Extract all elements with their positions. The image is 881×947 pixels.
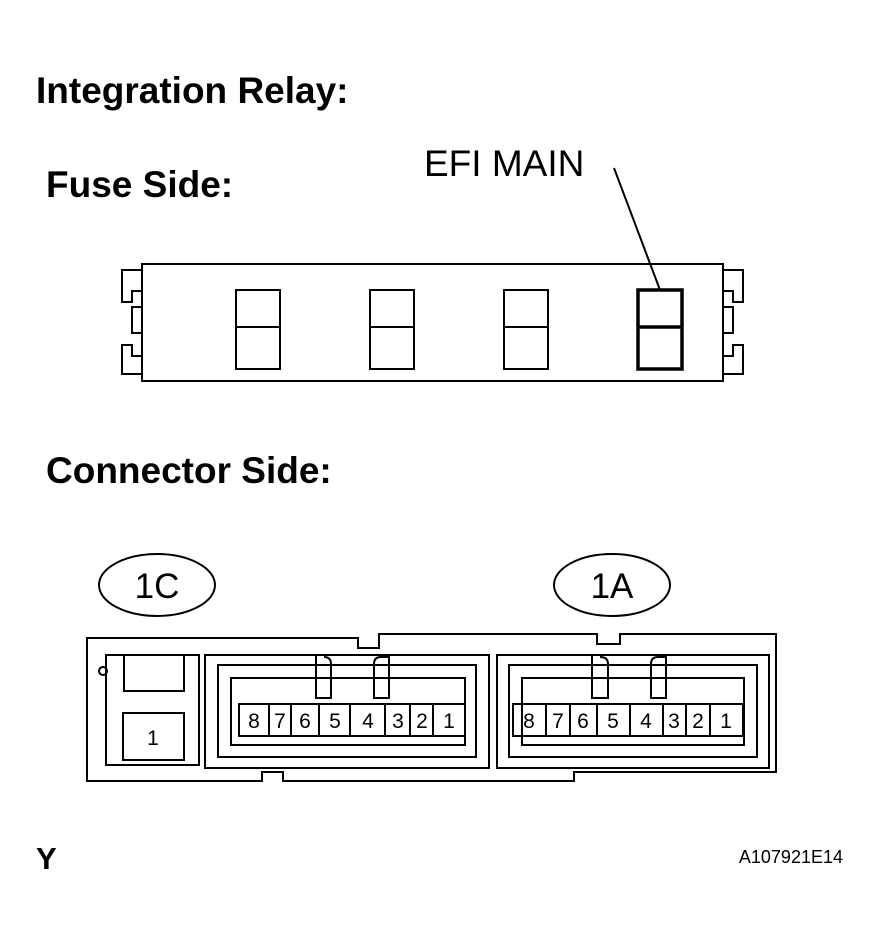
connector-1a-pin-label: 8 xyxy=(523,710,535,733)
connector-1c-pin-box xyxy=(122,712,185,761)
left-connector-pin-label: 6 xyxy=(299,710,311,733)
connector-1a-outer xyxy=(496,654,770,769)
connector-1a-key-2 xyxy=(650,656,667,699)
connector-1a-pin-label: 4 xyxy=(640,710,652,733)
left-connector-outer xyxy=(204,654,490,769)
diagram-title: Integration Relay: xyxy=(36,70,349,111)
efi-main-leader-line xyxy=(613,167,661,291)
connector-1a-label: 1A xyxy=(591,567,634,606)
fuse-side-heading: Fuse Side: xyxy=(46,164,234,205)
connector-1a-pin-label: 7 xyxy=(552,710,564,733)
fuse-block-left-clip-bottom xyxy=(121,344,142,375)
left-connector-pin-label: 2 xyxy=(416,710,428,733)
connector-1a-label-oval xyxy=(553,553,671,617)
connector-1c-pin-1: 1 xyxy=(147,727,159,750)
left-connector-pin-label: 8 xyxy=(248,710,260,733)
connector-1a-pin-label: 5 xyxy=(607,710,619,733)
left-connector-pin-label: 4 xyxy=(362,710,374,733)
left-connector-inner xyxy=(217,664,477,758)
connector-1c-latch xyxy=(123,654,185,692)
connector-1a-pin-label: 6 xyxy=(577,710,589,733)
fuse-slot-3 xyxy=(503,289,549,370)
left-connector-terminal-area xyxy=(230,677,466,746)
connector-1c-locator-dot xyxy=(98,666,108,676)
left-connector-pin-label: 3 xyxy=(392,710,404,733)
connector-1a-pin-label: 1 xyxy=(720,710,732,733)
connector-side-heading: Connector Side: xyxy=(46,450,332,491)
connector-1a-pin-row xyxy=(512,703,744,737)
connector-1a-pin-label: 3 xyxy=(668,710,680,733)
figure-code: A107921E14 xyxy=(738,847,843,867)
fuse-block-left-clip-middle xyxy=(131,306,142,334)
left-connector-pin-row xyxy=(238,703,466,737)
view-letter: Y xyxy=(36,841,57,876)
left-connector-key-2 xyxy=(373,656,390,699)
efi-main-callout-label: EFI MAIN xyxy=(424,143,585,184)
fuse-block-body xyxy=(141,263,724,382)
fuse-block-right-clip-middle xyxy=(723,306,734,334)
left-connector-pin-label: 7 xyxy=(274,710,286,733)
left-connector-pin-label: 5 xyxy=(329,710,341,733)
left-connector-pin-label: 1 xyxy=(443,710,455,733)
connector-1a-pin-label: 2 xyxy=(692,710,704,733)
fuse-slot-1 xyxy=(235,289,281,370)
connector-1c-label: 1C xyxy=(135,567,180,606)
fuse-block-right-clip-top xyxy=(723,269,744,303)
connector-1a-key-1 xyxy=(591,655,609,699)
fuse-slot-efi-main xyxy=(636,288,684,371)
fuse-slot-2 xyxy=(369,289,415,370)
connector-housing xyxy=(86,633,777,782)
connector-1a-inner xyxy=(508,664,758,758)
fuse-block-left-clip-top xyxy=(121,269,142,303)
connector-1c-label-oval xyxy=(98,553,216,617)
fuse-block-right-clip-bottom xyxy=(723,344,744,375)
left-connector-key-1 xyxy=(315,655,332,699)
